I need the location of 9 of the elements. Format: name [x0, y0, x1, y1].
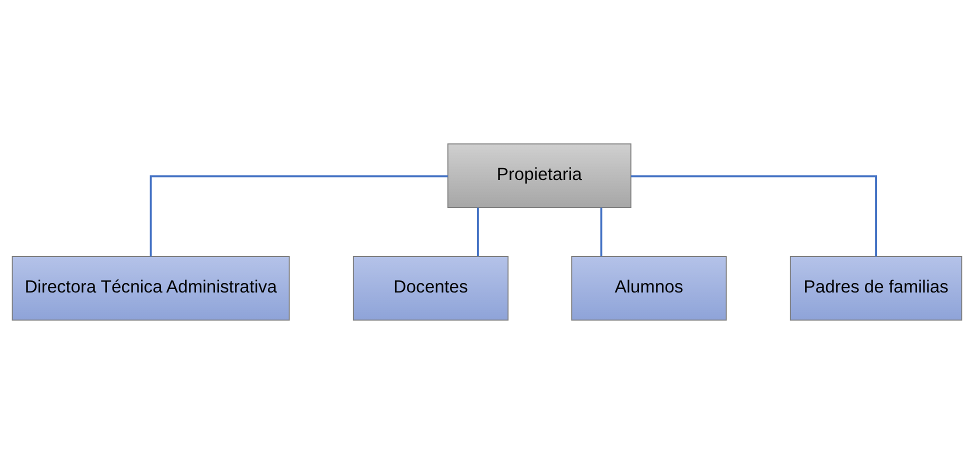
node-box: Propietaria — [447, 143, 632, 208]
node-box: Padres de familias — [790, 256, 962, 321]
connector — [476, 208, 479, 256]
node-box: Docentes — [352, 256, 509, 321]
node-box: Alumnos — [571, 256, 727, 321]
node-box: Directora Técnica Administrativa — [12, 256, 290, 321]
connector — [150, 175, 448, 256]
connector — [630, 175, 878, 256]
connector — [600, 208, 602, 256]
